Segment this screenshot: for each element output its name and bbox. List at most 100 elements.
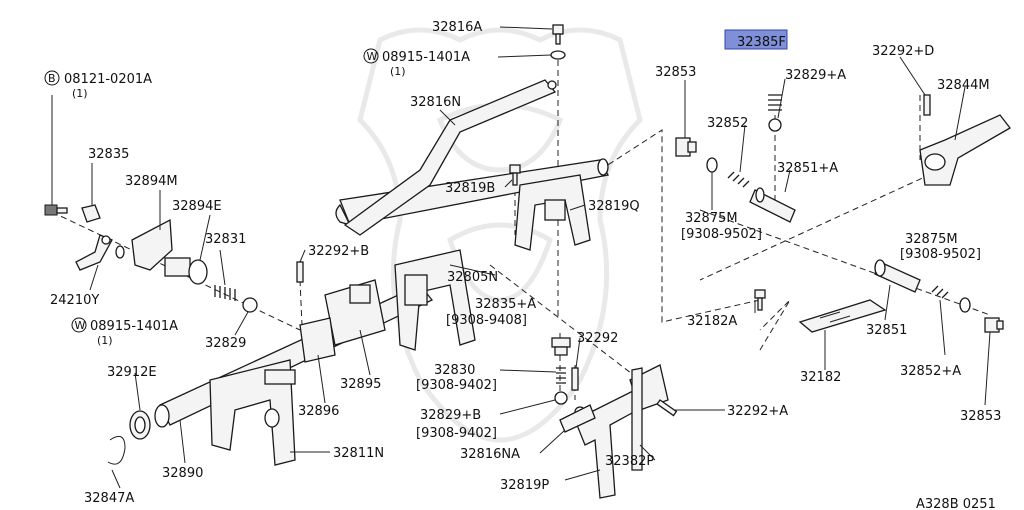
interlock-32896[interactable] [299,317,336,363]
label-32830[interactable]: 32830 [434,363,475,378]
label-32851[interactable]: 32851 [866,323,907,338]
label-32894M[interactable]: 32894M [125,174,178,189]
label-32829A[interactable]: 32829+A [785,68,846,83]
spring-32852[interactable] [727,171,750,188]
label-32805N[interactable]: 32805N [447,270,498,285]
label-32829B[interactable]: 32829+B [420,408,481,423]
plug-32853-top[interactable] [675,137,697,157]
label-32819B[interactable]: 32819B [445,181,495,196]
label-32835[interactable]: 32835 [88,147,129,162]
shift-arm-32382P[interactable] [631,367,643,471]
label-32382P[interactable]: 32382P [605,454,654,469]
label-32292B[interactable]: 32292+B [308,244,369,259]
label-32292D[interactable]: 32292+D [872,44,934,59]
label-32896[interactable]: 32896 [298,404,339,419]
plate-32182[interactable] [798,299,887,333]
shift-rod-32811N[interactable] [154,284,434,428]
spring-32385F[interactable] [768,94,782,111]
label-32182A[interactable]: 32182A [687,314,737,329]
bolt-32819B[interactable] [509,164,521,186]
arm-32844M[interactable] [919,114,1011,186]
label-32385F[interactable]: 32385F [737,35,786,50]
label-08121[interactable]: 08121-0201A [64,72,152,87]
pin-32292[interactable] [571,367,579,391]
label-08915-bottom[interactable]: 08915-1401A [90,319,178,334]
label-32847A[interactable]: 32847A [84,491,134,506]
washer-08915-top[interactable] [550,50,566,60]
label-32852[interactable]: 32852 [707,116,748,131]
pin-32292B[interactable] [296,261,304,283]
plug-32835A[interactable] [551,337,571,356]
label-08121-qty: (1) [72,87,88,100]
bolt-32182A[interactable] [754,289,766,311]
diagram-code: A328B 0251 [916,497,996,510]
pin-32292A[interactable] [656,399,678,417]
ball-32829B[interactable] [554,391,568,405]
leader-lines [51,26,991,489]
washer-symbol-bottom: W [71,317,87,333]
label-32895[interactable]: 32895 [340,377,381,392]
label-32182[interactable]: 32182 [800,370,841,385]
label-32851A[interactable]: 32851+A [777,161,838,176]
label-32853-bottom[interactable]: 32853 [960,409,1001,424]
bolt-32835[interactable] [81,204,101,223]
o-ring-32894E[interactable] [188,259,208,285]
washer-32875M-top[interactable] [706,157,718,173]
ball-32829A[interactable] [768,118,782,132]
shift-fork-32819Q[interactable] [514,174,591,251]
pin-32292D[interactable] [923,94,931,116]
spring-32852A[interactable] [931,285,949,299]
ball-32829[interactable] [242,297,258,313]
washer-08915-bottom[interactable] [115,245,125,259]
plug-32853-bottom[interactable] [984,317,1004,333]
label-32830-range: [9308-9402] [416,378,497,393]
shift-arm-32816N[interactable] [343,79,557,236]
svg-text:W: W [75,319,86,332]
shift-fork-32805N-fork[interactable] [394,249,476,351]
label-32811N[interactable]: 32811N [333,446,384,461]
lever-24210Y[interactable] [75,234,113,271]
label-08915-top[interactable]: 08915-1401A [382,50,470,65]
label-32835A[interactable]: 32835+A [475,297,536,312]
label-32819Q[interactable]: 32819Q [588,199,640,214]
label-32890[interactable]: 32890 [162,466,203,481]
bolt-08121[interactable] [44,204,68,216]
label-32831[interactable]: 32831 [205,232,246,247]
bracket-32816NA[interactable] [559,404,596,433]
label-32819P[interactable]: 32819P [500,478,549,493]
label-32894E[interactable]: 32894E [172,199,222,214]
rod-32851A[interactable] [749,187,796,223]
label-32829[interactable]: 32829 [205,336,246,351]
shift-fork-32811N-fork[interactable] [209,359,296,466]
svg-text:B: B [48,72,56,85]
spring-32831[interactable] [214,285,236,301]
interlock-block-32895[interactable] [324,279,386,346]
label-32292A[interactable]: 32292+A [727,404,788,419]
fork-32819P[interactable] [574,364,669,499]
bushing-32912E[interactable] [129,410,151,440]
label-24210Y[interactable]: 24210Y [50,293,99,308]
bolt-symbol: B [44,70,60,86]
label-32875M-top[interactable]: 32875M [685,211,738,226]
label-32844M[interactable]: 32844M [937,78,990,93]
label-32835A-range: [9308-9408] [446,313,527,328]
shift-rod-32805N[interactable] [335,158,609,227]
label-32875M-right[interactable]: 32875M [905,232,958,247]
spring-32830[interactable] [556,367,566,384]
housing-32894M[interactable] [131,218,191,277]
watermark-emblem [357,27,643,443]
label-32816NA[interactable]: 32816NA [460,447,520,462]
label-32853-top[interactable]: 32853 [655,65,696,80]
snap-ring-32847A[interactable] [107,435,126,465]
bolt-32816A[interactable] [552,24,564,45]
label-32292[interactable]: 32292 [577,331,618,346]
label-32912E[interactable]: 32912E [107,365,157,380]
label-32852A[interactable]: 32852+A [900,364,961,379]
label-32816N[interactable]: 32816N [410,95,461,110]
highlight-box[interactable] [724,29,788,50]
washer-32875M-right[interactable] [959,297,971,313]
rod-32851[interactable] [874,259,921,293]
label-32816A[interactable]: 32816A [432,20,482,35]
